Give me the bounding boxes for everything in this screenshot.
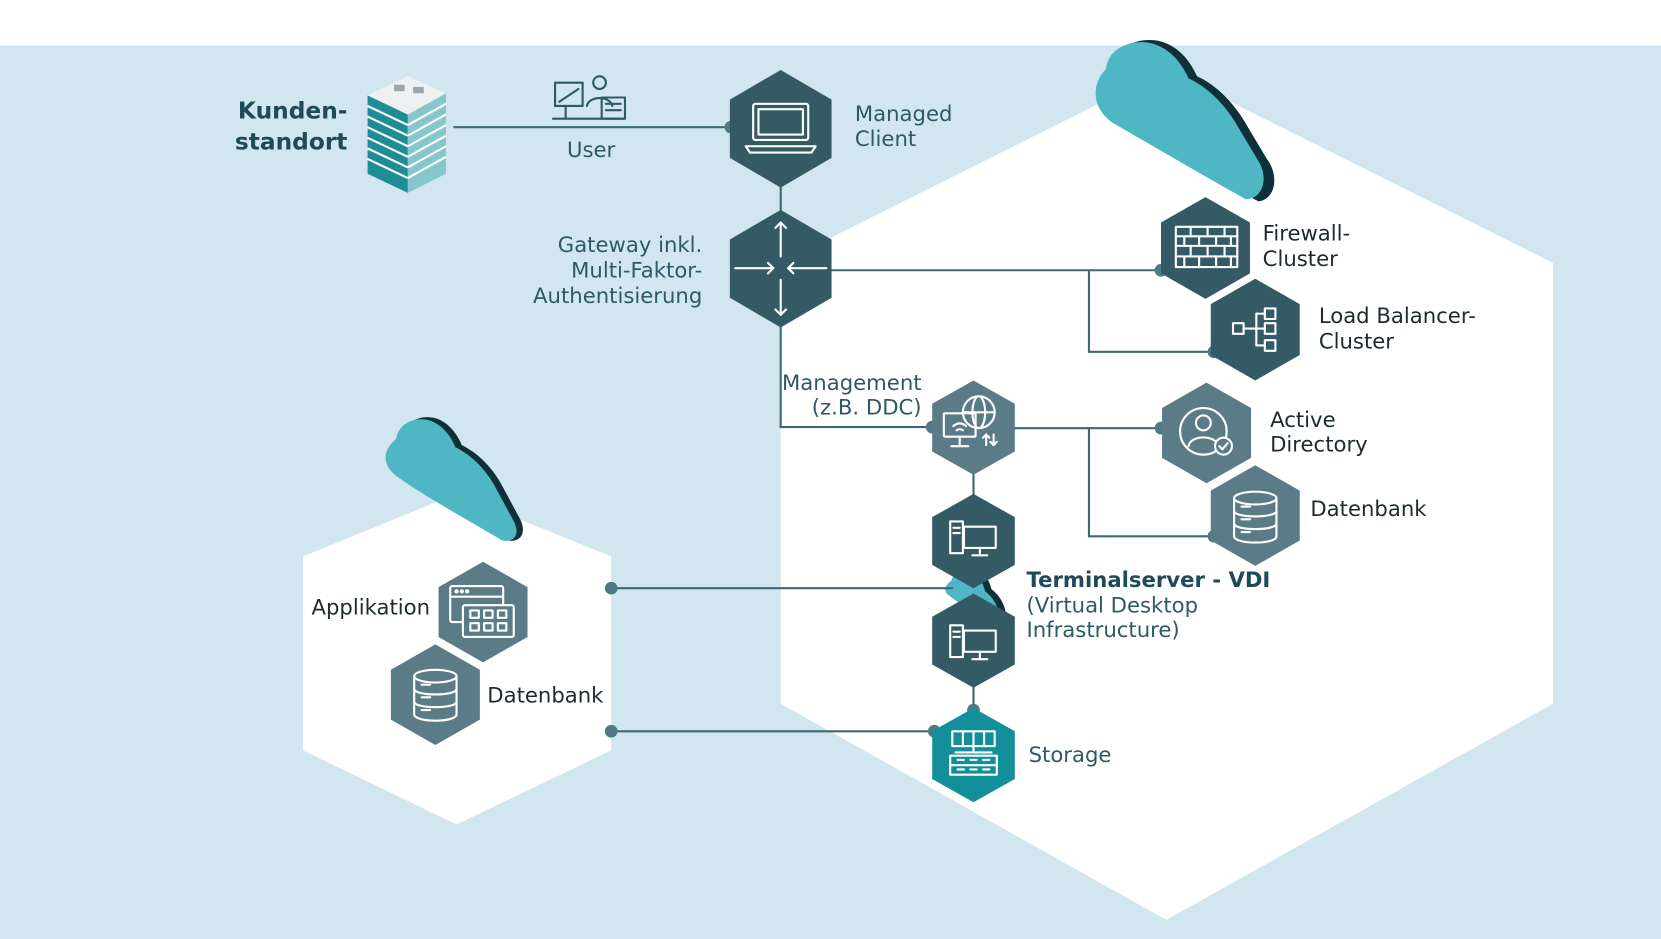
management-label-2: (z.B. DDC)	[812, 394, 922, 419]
terminalserver-node-1	[932, 493, 1015, 589]
terminalserver-label-2: (Virtual Desktop	[1026, 593, 1198, 618]
storage-label: Storage	[1029, 742, 1112, 767]
active-directory-node	[1162, 382, 1252, 484]
terminalserver-label-1: Terminalserver - VDI	[1026, 567, 1270, 592]
application-node	[438, 561, 528, 663]
user-label: User	[567, 137, 616, 162]
desktop-icon	[949, 520, 997, 557]
customer-site-label-2: standort	[235, 128, 348, 155]
connector-dots	[604, 120, 1221, 738]
load-balancer-label-1: Load Balancer-	[1319, 303, 1476, 328]
database-icon	[1233, 490, 1278, 544]
application-window-icon	[449, 585, 515, 638]
firewall-label-2: Cluster	[1263, 246, 1338, 271]
database-right-label: Datenbank	[1310, 496, 1427, 521]
connector-lines	[453, 126, 1214, 733]
gateway-label-3: Authentisierung	[533, 283, 702, 308]
database-icon	[413, 668, 458, 722]
load-balancer-icon	[1231, 307, 1277, 352]
database-left-label: Datenbank	[487, 683, 604, 708]
arrows-icon	[734, 221, 828, 316]
gateway-label-2: Multi-Faktor-	[571, 258, 702, 283]
application-label: Applikation	[311, 595, 430, 620]
terminalserver-label-3: Infrastructure)	[1026, 617, 1179, 642]
management-node	[932, 380, 1015, 475]
user-icon	[551, 75, 627, 120]
cloud-icon	[1095, 39, 1275, 202]
firewall-node	[1160, 197, 1250, 299]
storage-node	[932, 707, 1015, 803]
managed-client-label-1: Managed	[855, 101, 953, 126]
terminalserver-node-2	[932, 593, 1015, 688]
database-right-node	[1210, 465, 1300, 566]
database-left-node	[390, 644, 480, 746]
active-directory-label-1: Active	[1270, 407, 1336, 432]
building-icon	[367, 76, 447, 193]
active-directory-label-2: Directory	[1270, 431, 1368, 456]
user-check-icon	[1179, 406, 1234, 456]
gateway-node	[729, 209, 832, 328]
customer-site-label-1: Kunden-	[238, 98, 348, 125]
cloud-icon	[385, 417, 523, 541]
managed-client-label-2: Client	[855, 126, 916, 151]
storage-icon	[949, 730, 998, 776]
laptop-icon	[744, 102, 817, 154]
firewall-label-1: Firewall-	[1263, 221, 1351, 246]
gateway-label-1: Gateway inkl.	[558, 232, 703, 257]
management-label-1: Management	[782, 370, 922, 395]
monitor-globe-icon	[942, 395, 998, 448]
desktop-icon	[949, 624, 997, 661]
load-balancer-label-2: Cluster	[1319, 329, 1394, 354]
load-balancer-node	[1210, 278, 1300, 381]
brick-wall-icon	[1174, 225, 1239, 269]
managed-client-node	[729, 69, 832, 188]
